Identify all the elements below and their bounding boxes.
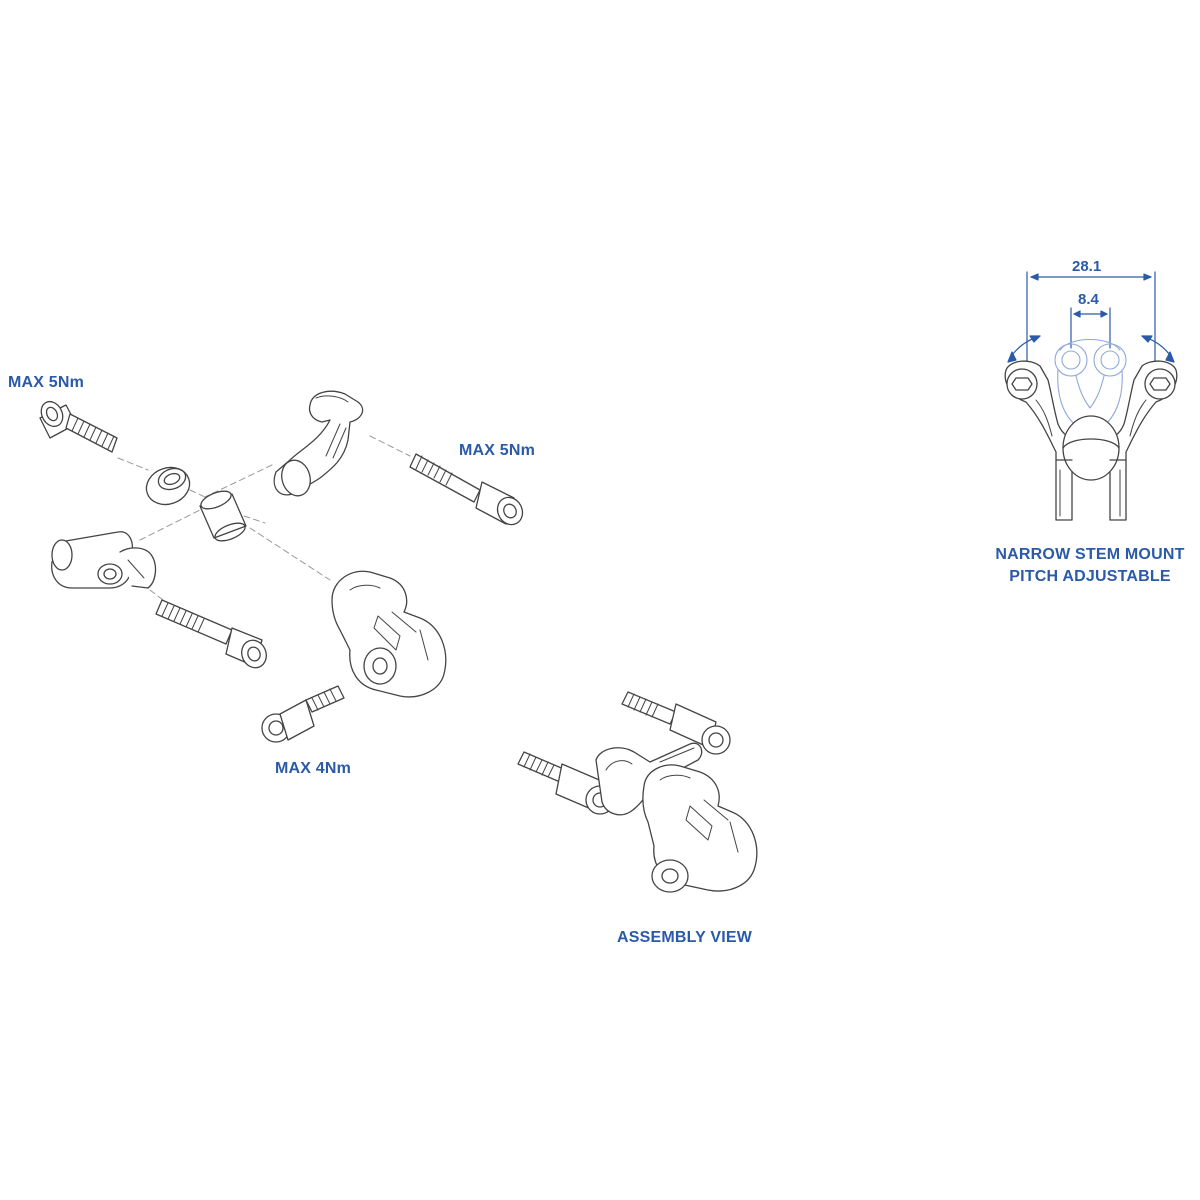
bolt-middle xyxy=(155,599,267,669)
torque-label-bottom: MAX 4Nm xyxy=(275,760,352,777)
torque-label-right: MAX 5Nm xyxy=(459,442,536,459)
main-body xyxy=(331,570,447,698)
stem-mount-title-line2: PITCH ADJUSTABLE xyxy=(1009,568,1171,585)
left-clamp xyxy=(51,531,157,589)
assembly-drawing xyxy=(517,691,758,893)
bolt-bottom xyxy=(261,685,345,743)
spacer-sleeve xyxy=(199,490,247,542)
swing-arm-top xyxy=(273,390,364,497)
dimension-outer: 28.1 xyxy=(1072,258,1102,275)
torque-label-top-left: MAX 5Nm xyxy=(8,374,85,391)
assembly-view-label: ASSEMBLY VIEW xyxy=(617,929,753,946)
bolt-right xyxy=(409,453,524,526)
alignment-lines xyxy=(117,435,411,601)
stem-mount-title-line1: NARROW STEM MOUNT xyxy=(995,546,1185,563)
bolt-top-left xyxy=(39,400,118,453)
cone-washer xyxy=(145,466,191,506)
dimension-inner: 8.4 xyxy=(1078,291,1099,308)
stem-mount-detail xyxy=(1004,271,1178,521)
